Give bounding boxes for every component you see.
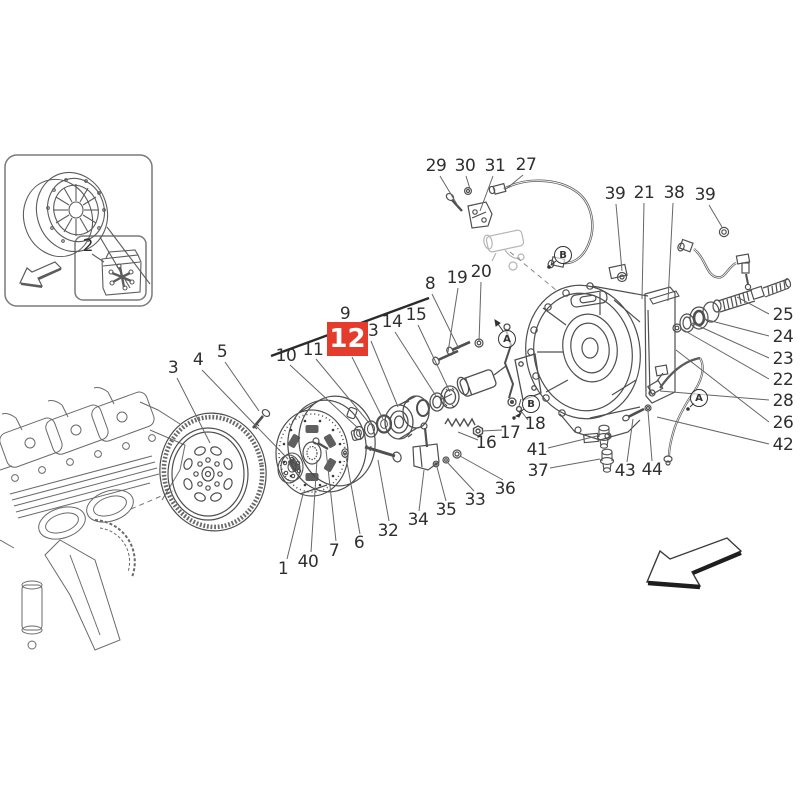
ref-letter-b-2: B <box>522 395 540 413</box>
callout-42[interactable]: 42 <box>772 435 794 455</box>
ref-letter-b-1: B <box>554 246 572 264</box>
callout-19[interactable]: 19 <box>446 268 468 288</box>
washer-stack <box>353 414 393 441</box>
callout-11[interactable]: 11 <box>302 340 324 360</box>
clutch-pipe-lower <box>646 356 704 466</box>
spring-and-nut <box>444 398 523 437</box>
callout-27[interactable]: 27 <box>515 155 537 175</box>
input-shaft <box>712 278 792 313</box>
ghost-master-cylinder <box>483 229 525 271</box>
seal-rings <box>429 385 460 412</box>
callout-38[interactable]: 38 <box>663 183 685 203</box>
callout-26[interactable]: 26 <box>772 413 794 433</box>
bleed-valves <box>596 424 615 473</box>
fork-pivot-group <box>312 422 462 471</box>
bell-housing <box>525 282 676 444</box>
housing-bolt-43-44 <box>622 404 652 422</box>
callout-9[interactable]: 9 <box>339 304 351 324</box>
callout-40[interactable]: 40 <box>297 552 319 572</box>
inset-bolt-bag <box>91 249 142 296</box>
callout-18[interactable]: 18 <box>524 414 546 434</box>
top-mount-nut <box>608 263 628 283</box>
callout-32[interactable]: 32 <box>377 521 399 541</box>
callout-5[interactable]: 5 <box>216 342 228 362</box>
direction-arrow-icon <box>645 537 743 590</box>
gasket-strip <box>649 290 680 305</box>
pipe-bracket <box>467 201 493 229</box>
callout-8[interactable]: 8 <box>424 274 436 294</box>
callout-30[interactable]: 30 <box>454 156 476 176</box>
callout-24[interactable]: 24 <box>772 327 794 347</box>
release-bearing <box>384 395 430 440</box>
callout-10[interactable]: 10 <box>275 346 297 366</box>
callout-7[interactable]: 7 <box>328 541 340 561</box>
callout-6[interactable]: 6 <box>353 533 365 553</box>
callout-21[interactable]: 21 <box>633 183 655 203</box>
bracket-bolt <box>445 187 473 212</box>
axis-dash-line <box>130 490 174 510</box>
callout-44[interactable]: 44 <box>641 460 663 480</box>
engine-sketch <box>0 387 186 651</box>
callout-14[interactable]: 14 <box>381 312 403 332</box>
flex-hose <box>677 226 752 291</box>
callout-41[interactable]: 41 <box>526 440 548 460</box>
inset-pressure-plate <box>22 171 151 289</box>
leader-lines <box>176 174 770 560</box>
callout-1[interactable]: 1 <box>277 559 289 579</box>
callout-29[interactable]: 29 <box>425 156 447 176</box>
clutch-actuator <box>439 323 542 407</box>
callout-28[interactable]: 28 <box>772 391 794 411</box>
callout-33[interactable]: 33 <box>464 490 486 510</box>
callout-22[interactable]: 22 <box>772 370 794 390</box>
callout-3[interactable]: 3 <box>167 358 179 378</box>
flywheel <box>159 412 267 532</box>
callout-25[interactable]: 25 <box>772 305 794 325</box>
flywheel-bolt <box>252 408 271 430</box>
callout-23[interactable]: 23 <box>772 349 794 369</box>
clutch-assembly <box>275 395 376 497</box>
callout-34[interactable]: 34 <box>407 510 429 530</box>
callout-16[interactable]: 16 <box>475 433 497 453</box>
callout-31[interactable]: 31 <box>484 156 506 176</box>
callout-37[interactable]: 37 <box>527 461 549 481</box>
callout-2-inset[interactable]: 2 <box>82 236 94 256</box>
ref-letter-a-1: A <box>498 330 516 348</box>
callout-4[interactable]: 4 <box>192 350 204 370</box>
inset-box <box>4 154 153 307</box>
callout-17[interactable]: 17 <box>499 423 521 443</box>
callout-35[interactable]: 35 <box>435 500 457 520</box>
inset-direction-arrow-icon <box>19 261 63 288</box>
clutch-pipe-upper <box>488 179 594 269</box>
ref-letter-a-2: A <box>690 389 708 407</box>
highlighted-callout-12[interactable]: 12 <box>327 322 368 356</box>
mount-bolts <box>432 338 484 366</box>
callout-39-right[interactable]: 39 <box>694 185 716 205</box>
callout-36[interactable]: 36 <box>494 479 516 499</box>
callout-39-left[interactable]: 39 <box>604 184 626 204</box>
callout-15[interactable]: 15 <box>405 305 427 325</box>
callout-20[interactable]: 20 <box>470 262 492 282</box>
alignment-dash-line <box>509 251 557 291</box>
bearing-stack <box>672 301 720 333</box>
callout-43[interactable]: 43 <box>614 461 636 481</box>
